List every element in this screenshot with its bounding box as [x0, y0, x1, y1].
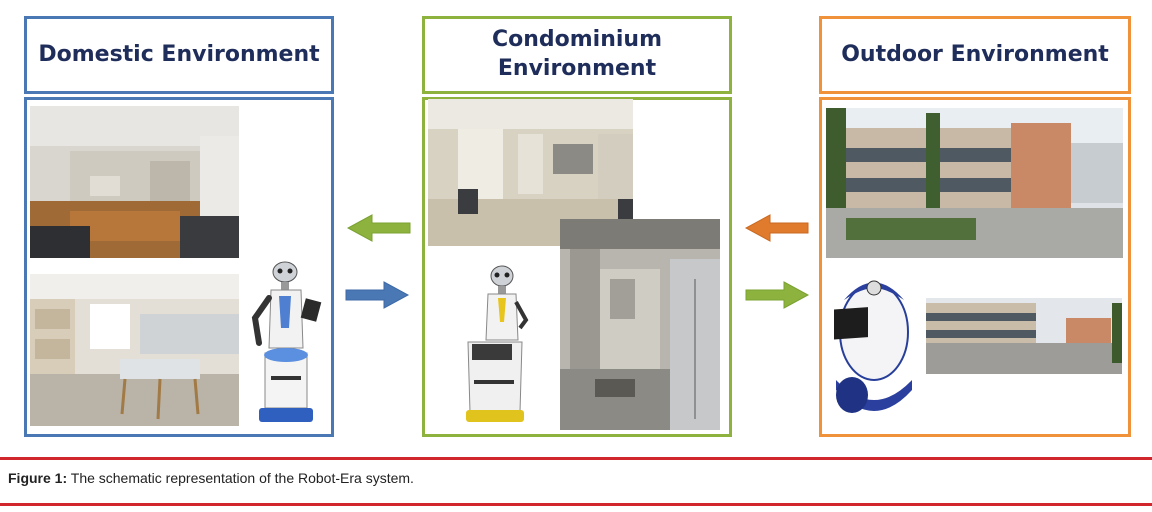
arrow-left-green-shape	[346, 214, 411, 242]
outdoor-street-photo	[926, 298, 1122, 374]
arrow-left-orange-shape	[744, 214, 809, 242]
caption-top-rule	[0, 457, 1152, 460]
domestic-robot-image	[245, 258, 327, 428]
dining-room-photo	[30, 274, 239, 426]
living-room-photo	[30, 106, 239, 258]
domestic-title-box: Domestic Environment	[24, 16, 334, 94]
condominium-content-box	[422, 97, 732, 437]
figure-caption: Figure 1: The schematic representation o…	[8, 470, 414, 486]
condominium-title-line2: Environment	[497, 56, 657, 81]
outdoor-content-box	[819, 97, 1131, 437]
domestic-title: Domestic Environment	[38, 41, 320, 67]
outdoor-title-box: Outdoor Environment	[819, 16, 1131, 94]
outdoor-title: Outdoor Environment	[841, 41, 1109, 67]
condominium-title-line1: Condominium	[491, 27, 663, 53]
caption-bottom-rule	[0, 503, 1152, 506]
condominium-elevator-photo	[560, 219, 720, 430]
condominium-hall-photo	[428, 99, 633, 246]
arrow-left-orange	[744, 214, 809, 242]
domestic-content-box	[24, 97, 334, 437]
arrow-right-blue	[345, 281, 410, 309]
outdoor-robot-image	[826, 270, 918, 432]
condominium-robot-image	[458, 262, 538, 427]
arrow-left-green	[346, 214, 411, 242]
arrow-right-green	[745, 281, 810, 309]
figure-caption-text: The schematic representation of the Robo…	[67, 470, 414, 486]
outdoor-building-photo	[826, 108, 1123, 258]
condominium-title-box: Condominium Environment	[422, 16, 732, 94]
arrow-right-blue-shape	[345, 281, 410, 309]
figure-caption-label: Figure 1:	[8, 470, 68, 486]
arrow-right-green-shape	[745, 281, 810, 309]
